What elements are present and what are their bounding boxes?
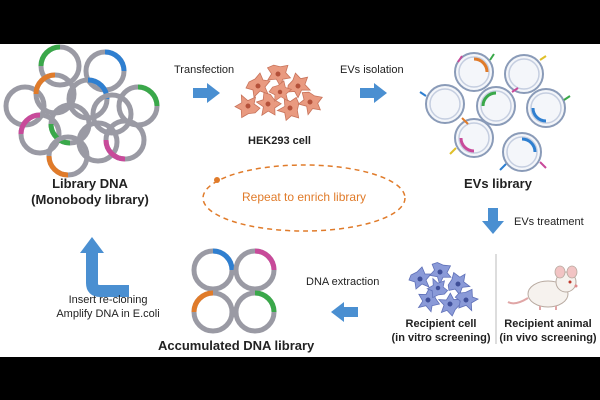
accumulated-plasmids (194, 251, 274, 331)
plasmid-icon (194, 293, 232, 331)
recipient-animal-subtitle: (in vivo screening) (499, 332, 597, 344)
recipient-cell-icon (408, 255, 481, 320)
transfection-label: Transfection (174, 64, 235, 76)
diagram-graphics (0, 44, 578, 344)
evs-library-label: EVs library (464, 176, 532, 191)
vesicle-icon (476, 86, 516, 126)
plasmid-icon (194, 251, 232, 289)
mouse-icon (507, 265, 578, 310)
plasmid-icon (236, 251, 274, 289)
arrow-icon (482, 208, 504, 234)
plasmid-icon (21, 115, 59, 153)
hek-cell-icon (231, 55, 328, 127)
vesicle-icon (454, 118, 494, 158)
workflow-diagram: Library DNA (Monobody library) Transfect… (0, 44, 600, 357)
library-dna-subtitle: (Monobody library) (31, 192, 149, 207)
plasmid-icon (119, 87, 157, 125)
plasmid-icon (41, 47, 79, 85)
insert-recloning-label: Insert re-cloning (68, 294, 148, 306)
plasmid-icon (36, 75, 74, 113)
vesicle-icon (502, 132, 542, 172)
repeat-cycle (202, 164, 406, 232)
arrow-icon (331, 302, 358, 322)
vesicle-icon (454, 52, 494, 92)
vesicle-icon (526, 88, 566, 128)
evs-isolation-label: EVs isolation (340, 64, 404, 76)
recipient-animal-title: Recipient animal (504, 318, 592, 330)
cycle-arrow-icon (80, 237, 129, 297)
recipient-cell-title: Recipient cell (405, 318, 477, 330)
repeat-label: Repeat to enrich library (242, 190, 367, 204)
library-dna-plasmids (6, 47, 157, 175)
plasmid-icon (106, 121, 144, 159)
accumulated-label: Accumulated DNA library (158, 338, 315, 353)
plasmid-icon (49, 137, 87, 175)
vesicle-icon (425, 84, 465, 124)
amplify-dna-label: Amplify DNA in E.coli (56, 308, 160, 320)
vesicle-icon (504, 54, 544, 94)
plasmid-icon (51, 105, 89, 143)
plasmid-icon (236, 293, 274, 331)
library-dna-title: Library DNA (52, 176, 128, 191)
plasmid-icon (86, 52, 124, 90)
hek-cell-label: HEK293 cell (248, 135, 311, 147)
recipient-cell-subtitle: (in vitro screening) (391, 332, 491, 344)
evs-library-vesicles (419, 52, 571, 172)
arrow-icon (193, 83, 220, 103)
dna-extraction-label: DNA extraction (306, 276, 380, 288)
evs-treatment-label: EVs treatment (514, 216, 584, 228)
arrow-icon (360, 83, 387, 103)
